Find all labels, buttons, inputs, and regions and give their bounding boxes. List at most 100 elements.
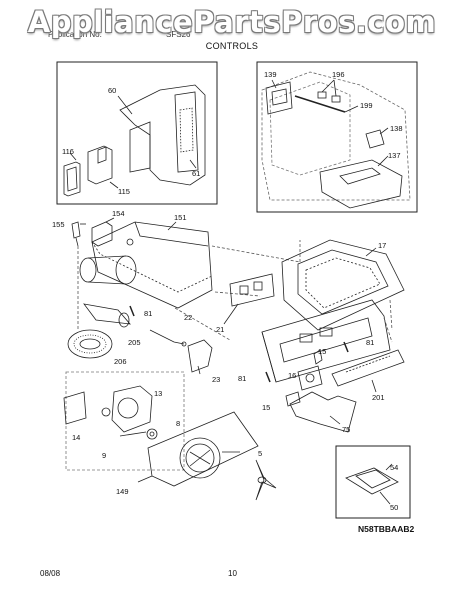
part-23 [187, 339, 213, 373]
part-151-edge [134, 221, 209, 247]
part-155 [71, 221, 81, 239]
part-196-connector-a [317, 91, 327, 99]
leader-201 [371, 379, 377, 393]
part-17-recess [305, 257, 381, 309]
part-149-shroud [147, 411, 259, 487]
part-201-text [345, 355, 391, 373]
part-206-coil-outer [67, 329, 113, 359]
part-54-insert [355, 469, 391, 489]
part-149-ring [179, 437, 221, 479]
part-21-switch-a [239, 285, 249, 295]
part-14 [63, 391, 87, 425]
label-115: 115 [118, 187, 130, 196]
label-139: 139 [264, 70, 277, 79]
label-21: 21 [216, 325, 224, 334]
part-61-housing [174, 91, 199, 173]
part-206-coil-core [79, 338, 101, 350]
leader-151 [167, 221, 177, 231]
part-15-b [285, 391, 301, 407]
alignment-lines-right [299, 240, 393, 343]
part-60-housing [119, 84, 206, 186]
part-151-cylinder-end [115, 255, 137, 285]
label-206: 206 [114, 357, 127, 366]
fan-area-dashed [65, 371, 185, 471]
part-16-knob [305, 373, 315, 383]
control-button-b [319, 327, 333, 337]
part-17-inner [297, 249, 389, 315]
label-116: 116 [62, 147, 74, 156]
part-17-housing [281, 239, 405, 331]
leader-116 [69, 152, 77, 161]
part-151-cylinder-body [87, 255, 127, 285]
part-149-ring-inner [185, 443, 215, 473]
watermark: AppliancePartsPros.com [27, 5, 437, 39]
part-151-cylinder-start [79, 257, 97, 283]
footer-date: 08/08 [40, 569, 61, 578]
label-137: 137 [388, 151, 401, 160]
part-155-pin [75, 237, 79, 247]
part-196-harness [294, 95, 346, 113]
part-22-wire [149, 329, 185, 345]
leader-54 [385, 463, 393, 471]
part-151-knob [126, 238, 134, 246]
label-9: 9 [102, 451, 106, 460]
label-15a: 15 [318, 347, 326, 356]
label-81c: 81 [238, 374, 246, 383]
part-13-motor [111, 385, 153, 433]
label-196: 196 [332, 70, 345, 79]
label-81a: 81 [144, 309, 152, 318]
inset-box-top-left [56, 61, 218, 205]
label-81b: 81 [366, 338, 374, 347]
part-60-opening [129, 121, 151, 173]
part-9-bushing-b [146, 428, 158, 440]
label-13: 13 [154, 389, 162, 398]
part-21-panel [229, 273, 275, 307]
leader-196-a [321, 79, 335, 93]
part-206-coil-inner [73, 334, 107, 354]
part-139-face [271, 88, 288, 106]
part-75 [289, 391, 357, 433]
leader-17 [365, 247, 377, 257]
label-50: 50 [390, 503, 398, 512]
inset-box-top-right [256, 61, 418, 213]
label-16: 16 [288, 371, 296, 380]
label-8: 8 [176, 419, 180, 428]
footer-page-number: 10 [228, 569, 237, 578]
part-201-strip [331, 349, 405, 387]
part-13-motor-face [117, 397, 139, 419]
part-116 [63, 161, 81, 197]
header-publication: Publication No. SFS26 [48, 30, 191, 39]
screw-81-b [343, 341, 349, 353]
label-22: 22 [184, 313, 192, 322]
part-21-switch-b [253, 281, 263, 291]
screw-81-c [265, 371, 271, 383]
screw-81-a [129, 305, 135, 317]
part-16 [297, 365, 323, 391]
part-196-connector-b [331, 95, 341, 103]
part-138 [365, 129, 385, 149]
leader-50 [379, 491, 391, 505]
label-61: 61 [192, 169, 200, 178]
control-housing-inner [279, 317, 373, 363]
part-139 [265, 81, 293, 115]
label-17: 17 [378, 241, 386, 250]
leader-60 [117, 95, 133, 115]
leader-154 [105, 217, 115, 223]
part-50-tray [345, 467, 399, 495]
label-149: 149 [116, 487, 129, 496]
leader-199 [344, 105, 359, 113]
section-title: CONTROLS [205, 41, 259, 51]
control-button-a [299, 333, 313, 343]
label-23: 23 [212, 375, 220, 384]
leader-21 [223, 303, 239, 325]
label-151: 151 [174, 213, 187, 222]
leader-75 [329, 415, 341, 425]
label-205: 205 [128, 338, 141, 347]
label-15b: 15 [262, 403, 270, 412]
leader-115 [109, 181, 119, 189]
part-115-detail [97, 146, 107, 164]
leader-196-b [333, 79, 337, 97]
leader-137 [377, 155, 389, 167]
label-5: 5 [258, 449, 262, 458]
